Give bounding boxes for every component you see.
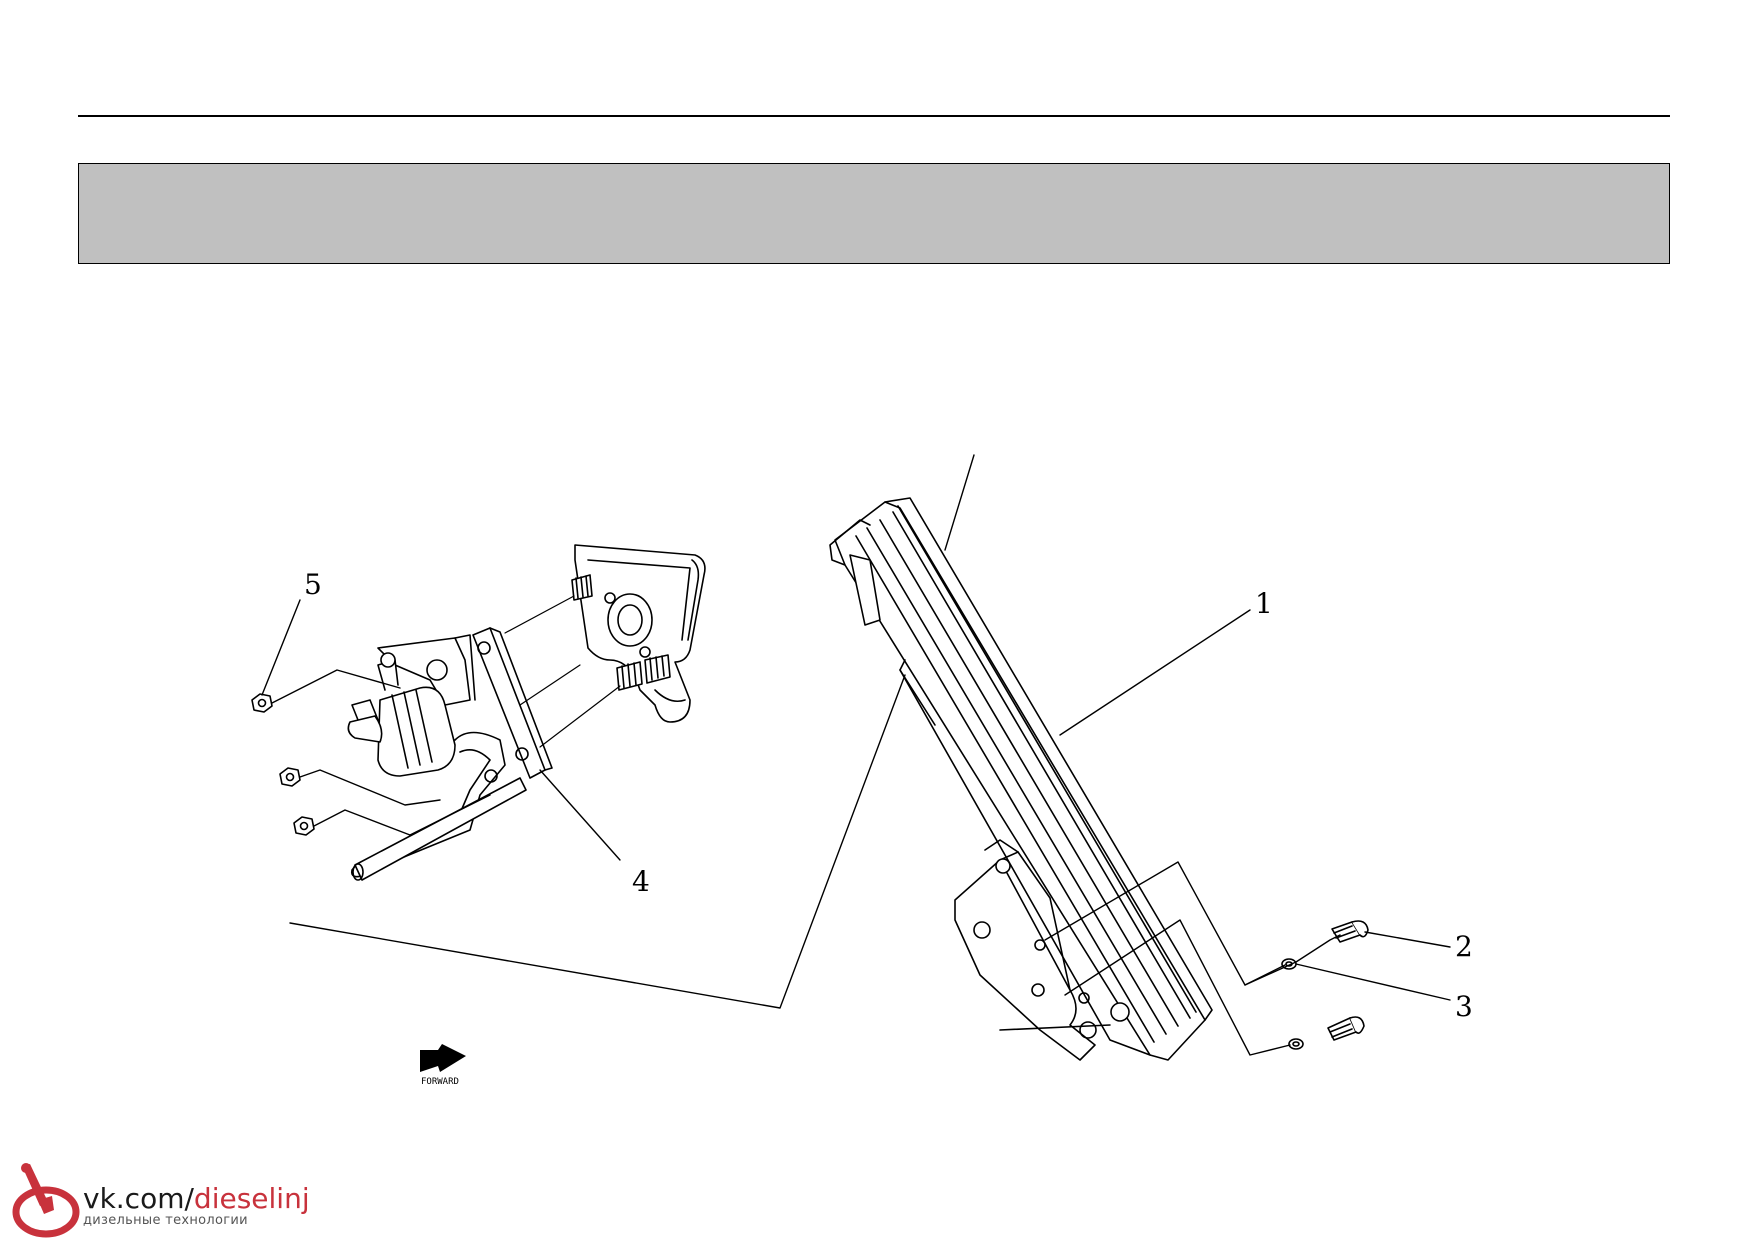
watermark: vk.com/dieselinj дизельные технологии [83, 1184, 310, 1228]
bracket-studs [571, 574, 671, 691]
dieselinj-logo-icon [12, 1163, 80, 1238]
callout-3: 3 [1455, 990, 1473, 1023]
forward-label: FORWARD [421, 1077, 459, 1087]
leader-lines-right [944, 454, 1451, 1056]
pedal-hinge-bracket [954, 839, 1130, 1061]
header-rule [78, 115, 1670, 117]
assembly-lines [504, 595, 621, 748]
bolt-upper [1331, 920, 1369, 943]
watermark-url: vk.com/dieselinj [83, 1182, 310, 1215]
nut-upper [251, 693, 273, 713]
firewall-bracket [574, 544, 706, 723]
callout-2: 2 [1455, 930, 1473, 963]
nut-middle [279, 767, 301, 787]
leader-lines-left [261, 599, 906, 1009]
nut-lower [293, 816, 315, 836]
header-band [78, 163, 1670, 264]
watermark-subtitle: дизельные технологии [83, 1213, 248, 1228]
forward-arrow-icon [420, 1044, 466, 1072]
washer-lower [1288, 1038, 1304, 1050]
callout-4: 4 [632, 865, 650, 898]
master-cylinder-assembly [347, 627, 553, 878]
accelerator-pedal [829, 497, 1213, 1061]
bolt-lower [1327, 1016, 1365, 1041]
watermark-url-accent: dieselinj [193, 1182, 310, 1215]
callout-1: 1 [1255, 587, 1273, 620]
callout-5: 5 [304, 568, 322, 601]
push-rod [352, 777, 527, 881]
